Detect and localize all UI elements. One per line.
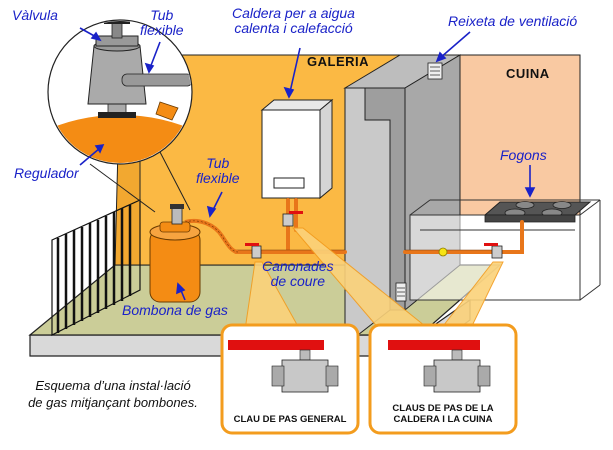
label-caldera: Caldera per a aiguacalenta i calefacció (232, 6, 355, 36)
label-reixeta: Reixeta de ventilació (448, 14, 577, 29)
label-regulador: Regulador (14, 166, 79, 181)
stove (485, 202, 590, 223)
label-canonades: Canonadesde coure (262, 259, 334, 289)
room-cuina: CUINA (506, 66, 550, 81)
diagram-caption: Esquema d’una instal·lacióde gas mitjanç… (8, 377, 218, 411)
pipe-junction-dot (439, 248, 447, 256)
label-fogons: Fogons (500, 148, 547, 163)
boiler (262, 100, 332, 198)
ventilation-grille-top (428, 63, 442, 79)
callout-label-caldera-cuina: CLAUS DE PAS DE LACALDERA I LA CUINA (370, 403, 516, 425)
label-tub-flexible-mid: Tubflexible (196, 156, 240, 186)
callout-label-general: CLAU DE PAS GENERAL (222, 414, 358, 425)
label-bombona: Bombona de gas (122, 303, 228, 318)
label-tub-flexible-top: Tubflexible (140, 8, 184, 38)
label-valvula: Vàlvula (12, 8, 58, 23)
room-galeria: GALERIA (307, 54, 369, 69)
ventilation-grille-bottom (396, 283, 406, 301)
